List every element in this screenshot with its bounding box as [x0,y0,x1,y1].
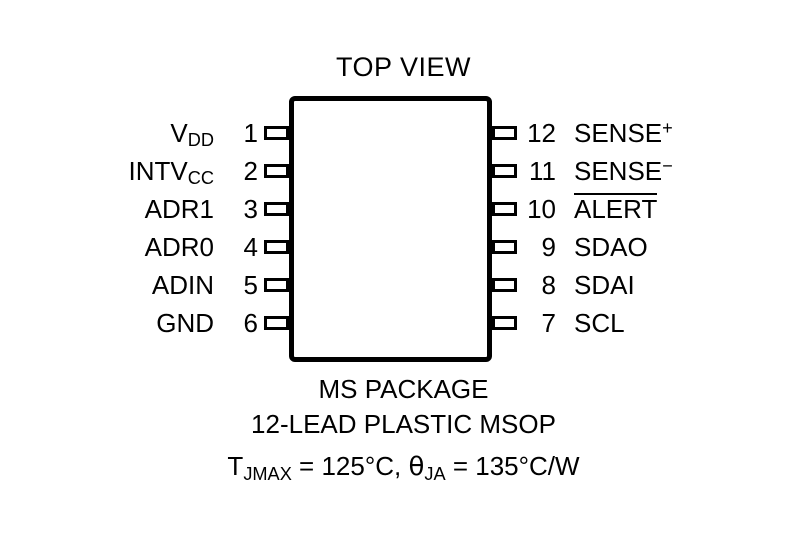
tjmax-value: = 125°C, [291,451,409,481]
pin-lead-10 [492,202,517,216]
thermal-spec-caption: TJMAX = 125°C, θJA = 135°C/W [0,451,807,484]
theta-symbol: θ [408,452,425,482]
pin-lead-1 [264,126,289,140]
package-name-caption: MS PACKAGE [318,374,489,404]
pin-row-3: ADR1 3 [0,192,258,226]
pin-lead-12 [492,126,517,140]
pin-number-4: 4 [243,231,258,262]
pin-row-2: INTVCC 2 [0,154,258,189]
pin-number-5: 5 [243,269,258,300]
pin-number-10: 10 [527,193,556,224]
pin-number-7: 7 [541,307,556,338]
pin-row-10: 10 ALERT [524,192,807,226]
diagram-title: TOP VIEW [335,52,472,82]
pin-row-1: VDD 1 [0,116,258,151]
pin-lead-11 [492,164,517,178]
pin-label-4: ADR0 [144,231,214,262]
pin-row-5: ADIN 5 [0,268,258,302]
pin-lead-6 [264,316,289,330]
pin-label-2: INTVCC [128,155,214,189]
pin-row-11: 11 SENSE− [524,154,807,188]
pin-number-11: 11 [529,155,556,186]
pin-lead-9 [492,240,517,254]
pin-lead-5 [264,278,289,292]
pin-number-8: 8 [541,269,556,300]
alert-overline: ALERT [574,193,658,224]
pin-label-12: SENSE+ [574,117,673,148]
pin-row-12: 12 SENSE+ [524,116,807,150]
theta-value: = 135°C/W [445,451,580,481]
tjmax-symbol: T [227,451,244,481]
pin-label-11: SENSE− [574,155,673,186]
pin-lead-8 [492,278,517,292]
pin-number-9: 9 [541,231,556,262]
pin-label-10: ALERT [574,193,658,225]
package-body-outline [289,96,492,362]
package-type-caption: 12-LEAD PLASTIC MSOP [251,409,556,439]
pin-lead-3 [264,202,289,216]
pin-row-9: 9 SDAO [524,230,807,264]
pin-number-3: 3 [243,193,258,224]
pin-lead-4 [264,240,289,254]
pin-label-7: SCL [574,307,625,338]
pin-lead-7 [492,316,517,330]
pin-row-6: GND 6 [0,306,258,340]
pin-number-2: 2 [243,155,258,186]
pin-row-7: 7 SCL [524,306,807,340]
tjmax-subscript: JMAX [243,463,292,484]
pin-label-1: VDD [170,117,214,151]
pin-label-9: SDAO [574,231,648,262]
pin-label-6: GND [156,307,214,338]
pin-number-1: 1 [243,117,258,148]
pin-number-6: 6 [243,307,258,338]
pin-row-4: ADR0 4 [0,230,258,264]
pin-label-8: SDAI [574,269,635,300]
pin-label-3: ADR1 [144,193,214,224]
pin-number-12: 12 [527,117,556,148]
pin-lead-2 [264,164,289,178]
theta-subscript: JA [424,463,446,484]
pin-row-8: 8 SDAI [524,268,807,302]
pin-label-5: ADIN [151,269,214,300]
